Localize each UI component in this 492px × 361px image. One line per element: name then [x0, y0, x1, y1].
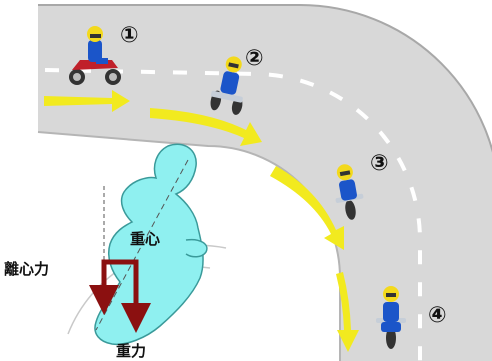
step-label-1: ① [120, 23, 139, 48]
trajectory-arrow-4 [336, 272, 359, 352]
rider-3 [335, 164, 364, 220]
trajectory-arrow-2 [150, 108, 262, 146]
rider-1 [69, 26, 121, 85]
road-outer-edge [38, 4, 492, 154]
trajectory-arrow-3 [270, 166, 344, 250]
motorcycle-rider-icon [376, 286, 406, 349]
leaning-rider-silhouette-icon [94, 143, 208, 346]
motorcycle-rider-icon [210, 56, 243, 115]
motorcycle-rider-icon [69, 26, 121, 85]
center-of-gravity-label: 重心 [130, 230, 160, 248]
force-diagram [67, 143, 227, 346]
motorcycle-rider-icon [335, 164, 364, 220]
centrifugal-force-label: 離心力 [4, 260, 49, 278]
step-label-3: ③ [370, 151, 389, 176]
trajectory-arrow-1 [44, 90, 130, 112]
step-label-4: ④ [428, 303, 447, 328]
gravity-label: 重力 [116, 342, 146, 360]
rider-2 [210, 56, 243, 115]
trajectory-arrows [44, 90, 359, 352]
road-surface [38, 5, 492, 361]
rider-4 [376, 286, 406, 349]
step-label-2: ② [245, 46, 264, 71]
